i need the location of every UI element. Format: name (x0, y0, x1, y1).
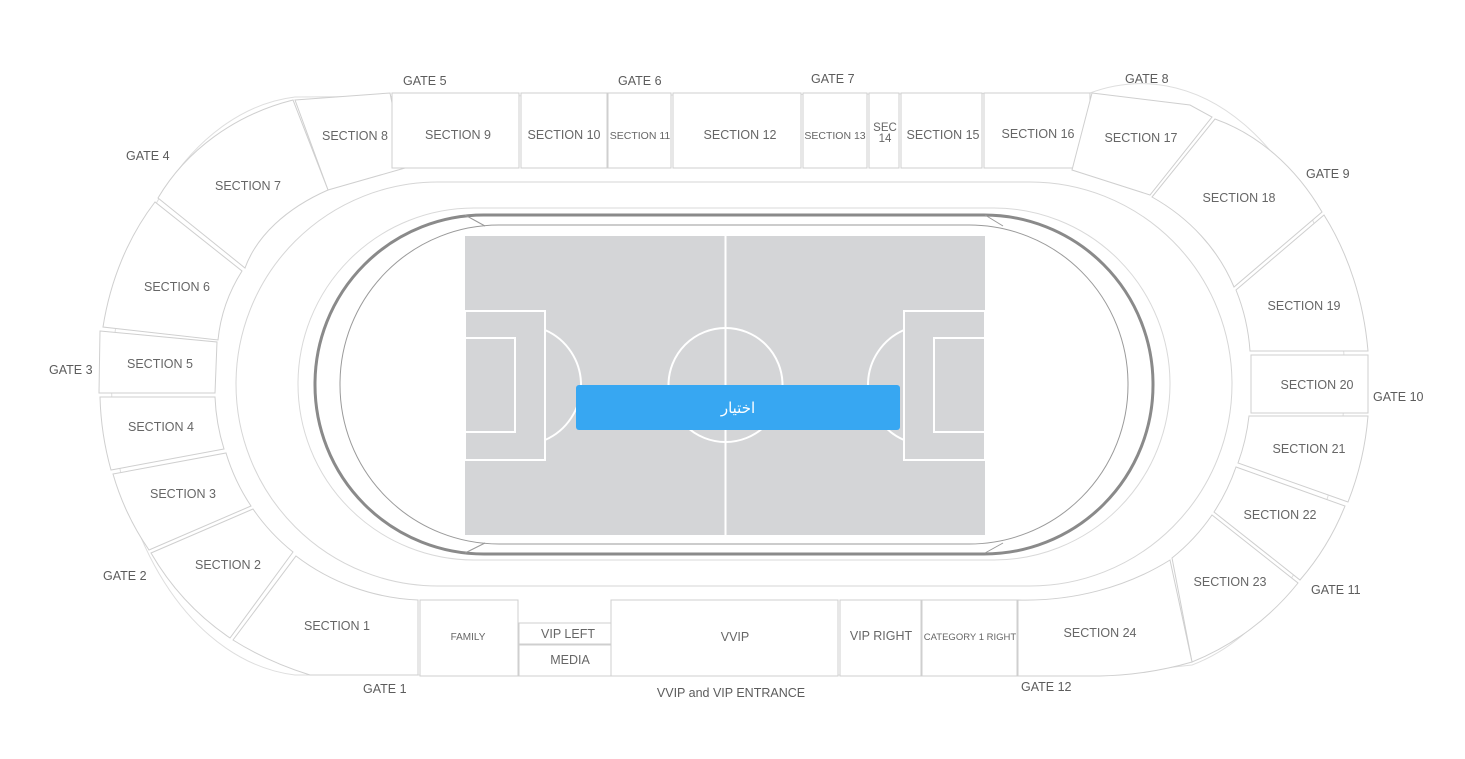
gate-11-label: GATE 11 (1311, 583, 1361, 597)
section-10[interactable] (520, 92, 608, 169)
track-tick (984, 542, 1004, 554)
section-23[interactable] (1171, 514, 1299, 663)
vip-right-section[interactable] (839, 599, 922, 677)
section-24[interactable] (1017, 559, 1193, 677)
gate-9-label: GATE 9 (1306, 167, 1350, 181)
section-12[interactable] (672, 92, 802, 169)
goal-box-right (933, 337, 986, 433)
section-21[interactable] (1237, 415, 1369, 503)
vvip-vip-entrance-label: VVIP and VIP ENTRANCE (657, 686, 805, 700)
section-15[interactable] (900, 92, 983, 169)
gate-2-label: GATE 2 (103, 569, 147, 583)
section-1[interactable] (232, 555, 419, 676)
section-5[interactable] (98, 330, 218, 394)
section-7[interactable] (157, 99, 329, 269)
gate-12-label: GATE 12 (1021, 680, 1072, 694)
section-14[interactable] (868, 92, 900, 169)
track-tick (464, 542, 486, 554)
media-section[interactable] (518, 644, 622, 677)
vip-left-section[interactable] (518, 622, 622, 645)
select-button[interactable]: اختيار (576, 385, 900, 430)
gate-4-label: GATE 4 (126, 149, 170, 163)
section-19[interactable] (1235, 214, 1369, 352)
gate-6-label: GATE 6 (618, 74, 662, 88)
section-20[interactable] (1250, 354, 1369, 414)
section-22[interactable] (1213, 466, 1346, 581)
gate-1-label: GATE 1 (363, 682, 407, 696)
section-6[interactable] (102, 201, 243, 341)
goal-box-left (464, 337, 516, 433)
section-13[interactable] (802, 92, 868, 169)
section-9[interactable] (391, 92, 520, 169)
gate-3-label: GATE 3 (49, 363, 93, 377)
track-inner-edge (339, 224, 1129, 545)
section-2[interactable] (150, 508, 294, 639)
family-section[interactable] (419, 599, 519, 677)
section-3[interactable] (112, 452, 252, 551)
gate-5-label: GATE 5 (403, 74, 447, 88)
gate-7-label: GATE 7 (811, 72, 855, 86)
section-16[interactable] (983, 92, 1091, 169)
section-4[interactable] (99, 396, 225, 471)
gate-10-label: GATE 10 (1373, 390, 1424, 404)
section-18[interactable] (1151, 118, 1323, 288)
vvip-section[interactable] (610, 599, 839, 677)
track-tick (984, 214, 1004, 227)
category-1-right-section[interactable] (921, 599, 1018, 677)
section-17[interactable] (1071, 92, 1213, 196)
track-tick (464, 214, 486, 227)
section-11[interactable] (607, 92, 672, 169)
running-track (313, 213, 1155, 556)
gate-8-label: GATE 8 (1125, 72, 1169, 86)
